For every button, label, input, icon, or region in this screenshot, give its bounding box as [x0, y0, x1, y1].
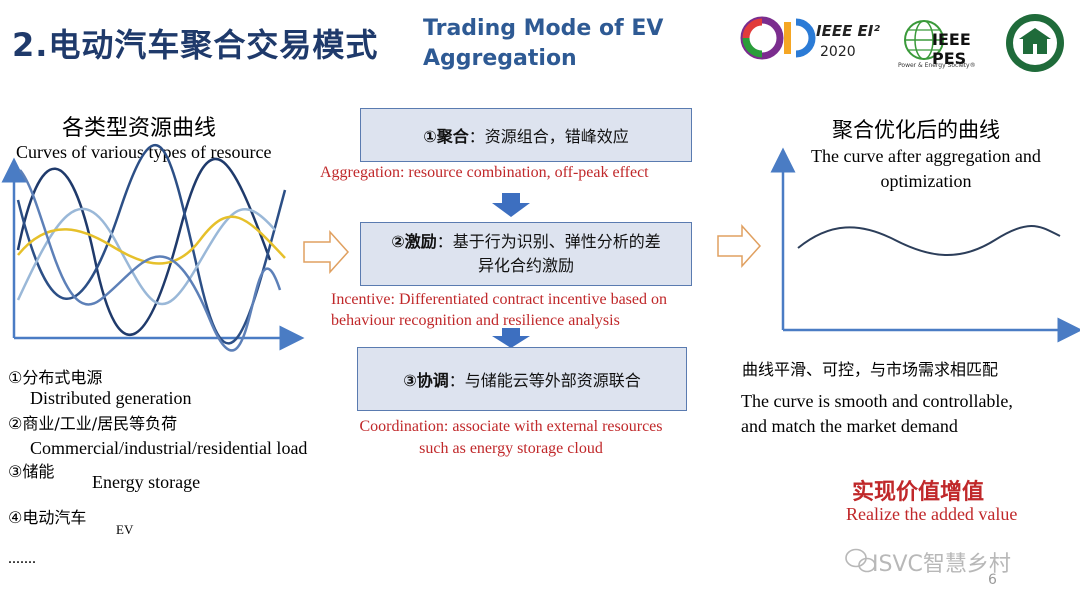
coordination-english-line1: Coordination: associate with external re… — [359, 418, 663, 435]
list-item-1-en: Distributed generation — [30, 388, 192, 408]
right-section-title: 聚合优化后的曲线 — [832, 118, 1000, 142]
right-plot-axes — [770, 147, 1080, 343]
list-item-3-en: Energy storage — [92, 472, 201, 492]
page-number: 6 — [988, 572, 997, 588]
incentive-box-label: ②激励 — [391, 232, 437, 251]
page-title-english-line2: Aggregation — [423, 46, 577, 71]
page-title-english: Trading Mode of EV Aggregation — [423, 14, 663, 74]
list-ellipsis: ....... — [8, 550, 36, 567]
university-seal-logo — [1004, 12, 1066, 74]
resource-curve-3 — [16, 207, 276, 306]
list-item-2-en: Commercial/industrial/residential load — [30, 438, 308, 458]
left-plot-curves — [16, 143, 287, 352]
ei-logo-text: IEEE EI² — [816, 22, 880, 40]
right-description-en-line2: and match the market demand — [741, 416, 958, 436]
pes-logo-text: IEEE PES — [932, 30, 971, 68]
incentive-box-text-line2: 异化合约激励 — [477, 256, 574, 275]
list-item-4-en: EV — [116, 522, 134, 537]
resource-curve-2 — [16, 143, 287, 345]
resource-curve-5 — [19, 169, 282, 352]
center-to-right-arrow — [717, 224, 762, 268]
aggregation-box: ①聚合：资源组合，错峰效应 — [360, 108, 692, 162]
incentive-english: Incentive: Differentiated contract incen… — [331, 289, 667, 331]
coordination-box-text: ：与储能云等外部资源联合 — [448, 371, 641, 390]
aggregation-box-text: ：资源组合，错峰效应 — [468, 127, 629, 146]
left-section-title: 各类型资源曲线 — [62, 116, 217, 141]
list-item-2-cn: ②商业/工业/居民等负荷 — [8, 414, 178, 433]
right-description-cn: 曲线平滑、可控，与市场需求相匹配 — [742, 360, 999, 379]
aggregation-box-label: ①聚合 — [423, 127, 469, 146]
right-description-en-line1: The curve is smooth and controllable, — [741, 391, 1013, 411]
incentive-box: ②激励：基于行为识别、弹性分析的差 异化合约激励 — [360, 222, 692, 286]
list-item-3-cn: ③储能 — [8, 462, 55, 481]
coordination-box: ③协调：与储能云等外部资源联合 — [357, 347, 687, 411]
ieee-pes-logo: IEEE PES Power & Energy Society® — [896, 12, 996, 72]
resource-curve-4 — [17, 215, 286, 265]
down-arrow-1 — [492, 193, 530, 217]
ieee-ei2-logo: IEEE EI² 2020 — [740, 16, 890, 66]
down-arrow-2 — [492, 328, 530, 348]
pes-logo-subtitle: Power & Energy Society® — [898, 62, 976, 69]
coordination-box-label: ③协调 — [403, 371, 449, 390]
ei-logo-mark-icon — [740, 16, 816, 60]
incentive-box-text-line1: ：基于行为识别、弹性分析的差 — [436, 232, 661, 251]
incentive-english-line2: behaviour recognition and resilience ana… — [331, 312, 620, 329]
left-to-center-arrow — [303, 230, 350, 274]
right-section-subtitle: The curve after aggregation and optimiza… — [786, 144, 1066, 194]
resource-curve-1 — [16, 157, 272, 336]
list-item-4-cn: ④电动汽车 — [8, 508, 87, 527]
right-section-subtitle-line1: The curve after aggregation and — [811, 146, 1041, 166]
list-item-1-cn: ①分布式电源 — [8, 368, 103, 387]
right-description-en: The curve is smooth and controllable, an… — [741, 389, 1013, 439]
right-section-subtitle-line2: optimization — [880, 171, 972, 191]
university-seal-icon — [1006, 14, 1064, 72]
page-title: 2.电动汽车聚合交易模式 — [12, 26, 379, 64]
page-title-english-line1: Trading Mode of EV — [423, 16, 664, 41]
pes-globe-icon — [904, 20, 944, 60]
added-value-english: Realize the added value — [846, 504, 1018, 524]
incentive-english-line1: Incentive: Differentiated contract incen… — [331, 291, 667, 308]
ei-logo-year: 2020 — [820, 44, 856, 60]
wechat-icon — [845, 548, 876, 573]
aggregation-english: Aggregation: resource combination, off-p… — [320, 164, 649, 181]
watermark-text: ISVC智慧乡村 — [872, 552, 1011, 577]
coordination-english-line2: such as energy storage cloud — [419, 440, 603, 457]
left-plot-axes — [1, 157, 305, 351]
added-value-title: 实现价值增值 — [852, 480, 985, 505]
coordination-english: Coordination: associate with external re… — [336, 416, 686, 460]
aggregated-smooth-curve — [797, 224, 1061, 257]
